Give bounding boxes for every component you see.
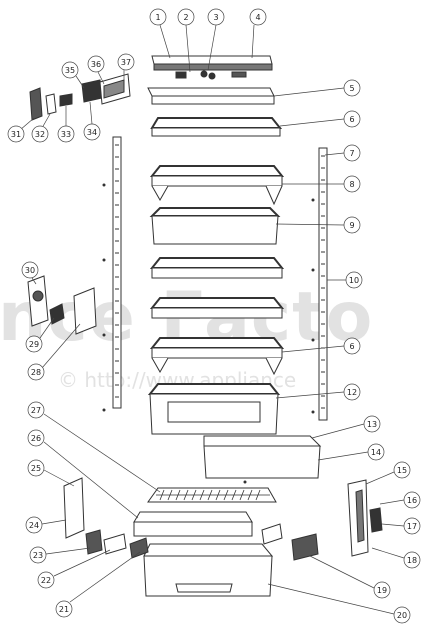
- callout-32: 32: [35, 130, 45, 139]
- callout-23: 23: [33, 551, 43, 560]
- callout-21: 21: [59, 605, 69, 614]
- glass-shelf-middle: [149, 257, 285, 279]
- callout-36: 36: [91, 60, 101, 69]
- callout-19: 19: [377, 586, 387, 595]
- left-thermostat-parts: [27, 275, 97, 335]
- callout-33: 33: [61, 130, 71, 139]
- right-shelf-rail: [318, 147, 328, 421]
- callout-6: 6: [349, 115, 354, 124]
- callout-13: 13: [367, 420, 377, 429]
- crisper-bin: [149, 207, 281, 245]
- callout-2: 2: [183, 13, 188, 22]
- callout-12: 12: [347, 388, 357, 397]
- callout-35: 35: [65, 66, 75, 75]
- callout-17: 17: [407, 522, 417, 531]
- glass-shelf-upper: [150, 117, 283, 137]
- callout-labels: 1 2 3 4 5 6 7 8 9 10 6 12 13: [7, 8, 421, 624]
- shelf-bracket-upper: [149, 165, 285, 206]
- callout-15: 15: [397, 466, 407, 475]
- callout-10: 10: [349, 276, 359, 285]
- callout-20: 20: [397, 611, 407, 620]
- callout-7: 7: [349, 149, 354, 158]
- callout-14: 14: [371, 448, 381, 457]
- bottom-frame: [133, 511, 253, 537]
- callout-9: 9: [349, 221, 354, 230]
- chiller-drawer: [147, 383, 281, 435]
- callout-29: 29: [29, 340, 39, 349]
- callout-30: 30: [25, 266, 35, 275]
- callout-5: 5: [349, 84, 354, 93]
- callout-26: 26: [31, 434, 41, 443]
- callout-31: 31: [11, 130, 21, 139]
- callout-4: 4: [255, 13, 260, 22]
- light-cover: [147, 87, 275, 105]
- left-shelf-rail: [112, 136, 122, 409]
- lower-right-hinge-parts: [261, 479, 383, 561]
- callout-18: 18: [407, 556, 417, 565]
- base-tray: [143, 543, 274, 597]
- callout-1: 1: [155, 13, 160, 22]
- callout-34: 34: [87, 128, 97, 137]
- callout-28: 28: [31, 368, 41, 377]
- lower-left-hinge-parts: [63, 477, 149, 559]
- callout-22: 22: [41, 576, 51, 585]
- drawer-cover: [203, 435, 322, 479]
- glass-shelf-lower: [149, 297, 285, 319]
- callout-37: 37: [121, 58, 131, 67]
- callout-8: 8: [349, 180, 354, 189]
- top-control-panel: [151, 55, 273, 80]
- top-left-small-parts: [29, 73, 131, 121]
- callout-27: 27: [31, 406, 41, 415]
- shelf-bracket-lower: [149, 337, 285, 376]
- bottom-grille: [147, 487, 277, 503]
- callout-24: 24: [29, 521, 39, 530]
- callout-3: 3: [213, 13, 218, 22]
- callout-25: 25: [31, 464, 41, 473]
- callout-16: 16: [407, 496, 417, 505]
- callout-6-lower: 6: [349, 342, 354, 351]
